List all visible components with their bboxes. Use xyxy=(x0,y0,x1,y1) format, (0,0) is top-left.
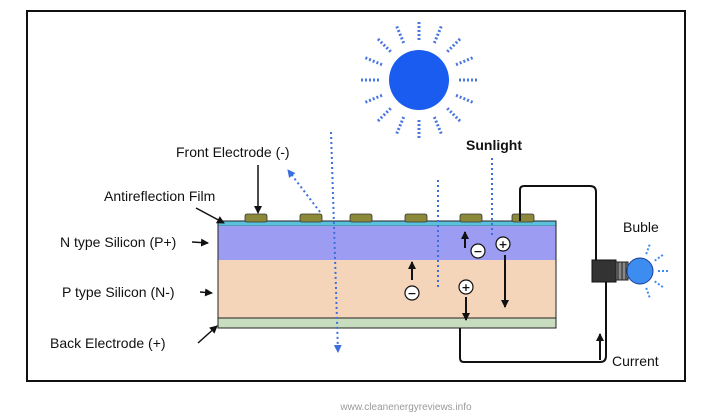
back-electrode-label: Back Electrode (+) xyxy=(50,335,166,351)
bulb-ray xyxy=(645,287,651,298)
sun-ray xyxy=(375,36,392,53)
back-electrode-leader xyxy=(197,325,218,344)
bulb-label: Buble xyxy=(623,219,659,235)
sun-ray xyxy=(363,93,383,105)
front-electrode-contact-3 xyxy=(349,213,373,223)
electron-symbol-2 xyxy=(404,285,420,301)
antireflection-label: Antireflection Film xyxy=(104,188,215,204)
sun-ray xyxy=(455,55,475,67)
electron-sign-1: − xyxy=(473,245,482,258)
bottom-circuit-wire xyxy=(459,282,607,363)
front-electrode-contact-2 xyxy=(299,213,323,223)
sun-ray xyxy=(432,24,444,44)
bulb-ray xyxy=(645,244,651,255)
front-electrode-label: Front Electrode (-) xyxy=(176,144,290,160)
current-label: Current xyxy=(612,353,659,369)
bulb-icon xyxy=(591,244,668,298)
top-circuit-wire xyxy=(519,185,597,262)
front-electrode-contacts xyxy=(244,213,535,223)
p-type-silicon-layer xyxy=(218,260,556,318)
front-electrode-contact-6 xyxy=(511,213,535,223)
sun-ray xyxy=(394,24,406,44)
p-type-leader xyxy=(199,288,213,297)
sun-ray xyxy=(394,116,406,136)
front-electrode-contact-4 xyxy=(404,213,428,223)
antireflection-leader xyxy=(195,207,225,224)
hole-sign-1: + xyxy=(498,238,507,251)
sun-ray xyxy=(446,107,463,124)
watermark: www.cleanenergyreviews.info xyxy=(339,402,472,412)
hole-sign-2: + xyxy=(461,281,470,294)
sun-ray xyxy=(375,107,392,124)
n-type-leader xyxy=(191,238,209,247)
back-electrode-layer xyxy=(217,317,557,329)
front-electrode-contact-5 xyxy=(459,213,483,223)
n-type-silicon-label: N type Silicon (P+) xyxy=(60,234,176,250)
hole-symbol-2 xyxy=(458,279,474,295)
sun-icon xyxy=(359,20,479,140)
charge-carriers: − + − + xyxy=(404,231,511,321)
cell-outline xyxy=(217,220,557,329)
bulb-ray xyxy=(654,254,664,262)
electron-symbol-1 xyxy=(470,243,486,259)
reflected-light-ray xyxy=(287,169,321,213)
antireflection-film-layer xyxy=(217,220,557,227)
sun-ray xyxy=(432,116,444,136)
front-electrode-contact-1 xyxy=(244,213,268,223)
transmitted-light-ray xyxy=(330,131,342,353)
sun-ray xyxy=(455,93,475,105)
light-rays xyxy=(287,131,493,353)
p-type-silicon-label: P type Silicon (N-) xyxy=(62,284,175,300)
bulb-ray xyxy=(654,280,664,288)
sun-ray xyxy=(446,36,463,53)
electron-sign-2: − xyxy=(407,287,416,300)
sun-ray xyxy=(363,55,383,67)
sunlight-label: Sunlight xyxy=(466,137,522,153)
hole-symbol-1 xyxy=(495,236,511,252)
